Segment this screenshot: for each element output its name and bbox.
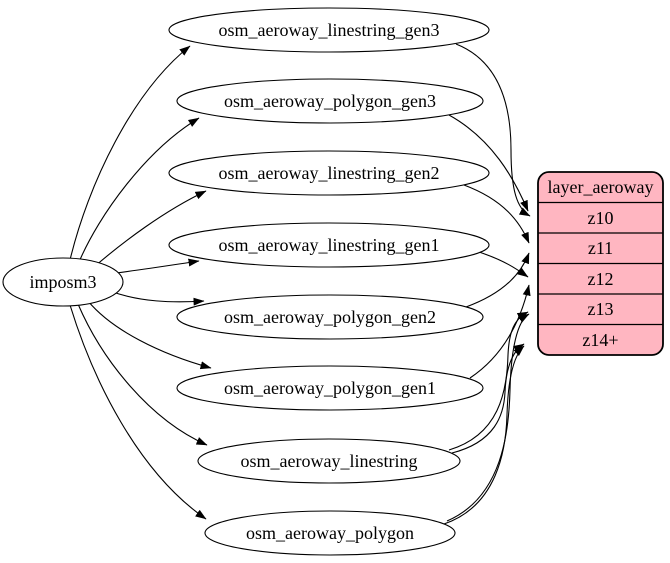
edge-imposm3-to-linestring (77, 303, 208, 446)
table-ellipse (197, 438, 461, 484)
edge-polygon-gen3-to-z10 (448, 114, 529, 212)
edge-linestring-to-z13 (448, 311, 529, 451)
edge-polygon-gen1-to-z12 (469, 284, 531, 379)
edge-imposm3-to-linestring-gen2 (93, 190, 207, 268)
edge-imposm3-to-linestring-gen3 (69, 45, 191, 261)
layer-row-z12: z12 (588, 269, 614, 289)
edge-linestring-gen2-to-z11 (463, 184, 530, 244)
table-label: osm_aeroway_polygon_gen2 (224, 307, 436, 327)
layer-row-z13: z13 (588, 299, 614, 319)
edges-source-to-tables (69, 45, 212, 520)
edge-linestring-gen1-to-z12 (478, 251, 529, 278)
node-layer-aeroway: layer_aeroway z10 z11 z12 z13 z14+ (537, 171, 664, 356)
node-osm-aeroway-linestring-gen1: osm_aeroway_linestring_gen1 (168, 222, 490, 268)
node-osm-aeroway-polygon-gen3: osm_aeroway_polygon_gen3 (176, 78, 484, 124)
table-label: osm_aeroway_polygon_gen3 (224, 91, 436, 111)
edge-imposm3-to-polygon (69, 304, 207, 520)
node-imposm3: imposm3 (2, 257, 124, 307)
node-osm-aeroway-linestring: osm_aeroway_linestring (197, 438, 461, 484)
table-ellipse (176, 294, 484, 340)
edges-tables-to-layer (443, 43, 531, 525)
edge-imposm3-to-polygon-gen3 (78, 117, 200, 263)
table-label: osm_aeroway_linestring_gen3 (219, 20, 440, 40)
table-label: osm_aeroway_linestring_gen1 (219, 235, 440, 255)
table-ellipse (176, 365, 484, 411)
table-label: osm_aeroway_polygon_gen1 (224, 378, 436, 398)
table-ellipse (176, 78, 484, 124)
node-osm-aeroway-polygon-gen1: osm_aeroway_polygon_gen1 (176, 365, 484, 411)
edge-imposm3-to-polygon-gen1 (87, 300, 212, 370)
layer-row-z10: z10 (588, 208, 614, 228)
edge-polygon-to-z14 (443, 345, 525, 525)
table-ellipse (168, 150, 490, 196)
table-label: osm_aeroway_linestring_gen2 (219, 163, 440, 183)
node-osm-aeroway-linestring-gen2: osm_aeroway_linestring_gen2 (168, 150, 490, 196)
table-label: osm_aeroway_polygon (246, 523, 414, 543)
table-label: osm_aeroway_linestring (241, 451, 418, 471)
edge-linestring-gen3-to-z10 (455, 43, 531, 217)
imposm3-label: imposm3 (29, 272, 96, 292)
edge-imposm3-to-linestring-gen1 (115, 258, 200, 274)
edge-polygon-gen2-to-z11 (465, 252, 530, 308)
table-ellipse (204, 510, 456, 556)
node-osm-aeroway-polygon-gen2: osm_aeroway_polygon_gen2 (176, 294, 484, 340)
node-osm-aeroway-polygon: osm_aeroway_polygon (204, 510, 456, 556)
imposm3-ellipse (2, 257, 124, 307)
table-ellipse (168, 7, 490, 53)
table-ellipse (168, 222, 490, 268)
edge-imposm3-to-polygon-gen2 (109, 290, 205, 306)
layer-row-z14: z14+ (582, 330, 618, 350)
edge-polygon-to-z13 (446, 313, 530, 522)
node-osm-aeroway-linestring-gen3: osm_aeroway_linestring_gen3 (168, 7, 490, 53)
layer-aeroway-header: layer_aeroway (548, 177, 654, 197)
layer-row-z11: z11 (588, 238, 613, 258)
